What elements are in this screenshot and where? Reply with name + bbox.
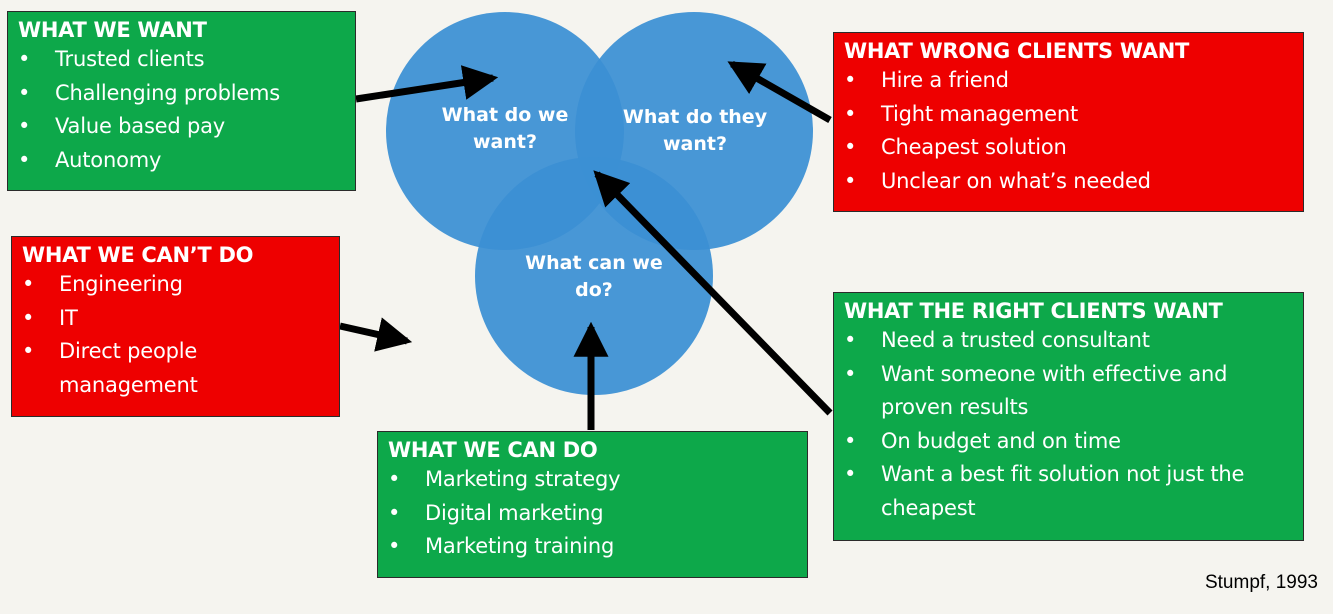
arrow-we-want (355, 65, 499, 103)
box-what-we-can-do: WHAT WE CAN DO Marketing strategy Digita… (377, 431, 808, 578)
circle-label-we-can: What can we do? (525, 252, 663, 301)
list-item: On budget and on time (844, 425, 1293, 459)
box-title: WHAT WRONG CLIENTS WANT (844, 39, 1190, 63)
list-item: Marketing training (388, 530, 797, 564)
bullet-list: Marketing strategy Digital marketing Mar… (388, 463, 797, 564)
box-title: WHAT THE RIGHT CLIENTS WANT (844, 299, 1223, 323)
arrow-wrong-clients (727, 60, 832, 124)
citation: Stumpf, 1993 (1204, 572, 1318, 593)
box-what-we-want: WHAT WE WANT Trusted clients Challenging… (7, 11, 356, 191)
list-item: Value based pay (18, 110, 345, 144)
list-item: Direct people management (22, 335, 329, 402)
list-item: Need a trusted consultant (844, 324, 1293, 358)
circle-label-they-want: What do they want? (622, 106, 768, 155)
arrow-right-clients (593, 170, 833, 416)
list-item: Autonomy (18, 144, 345, 178)
circle-label-we-want: What do we want? (441, 104, 569, 153)
list-item: Trusted clients (18, 43, 345, 77)
box-title: WHAT WE CAN’T DO (22, 243, 254, 267)
list-item: Want a best fit solution not just the ch… (844, 458, 1293, 525)
list-item: Marketing strategy (388, 463, 797, 497)
arrow-cant-do (339, 317, 413, 352)
circle-we-can (475, 157, 713, 395)
list-item: Unclear on what’s needed (844, 165, 1293, 199)
box-what-wrong-clients-want: WHAT WRONG CLIENTS WANT Hire a friend Ti… (833, 32, 1304, 212)
box-what-we-cant-do: WHAT WE CAN’T DO Engineering IT Direct p… (11, 236, 340, 417)
list-item: Challenging problems (18, 77, 345, 111)
list-item: IT (22, 302, 329, 336)
bullet-list: Engineering IT Direct people management (22, 268, 329, 402)
bullet-list: Hire a friend Tight management Cheapest … (844, 64, 1293, 198)
bullet-list: Trusted clients Challenging problems Val… (18, 43, 345, 177)
list-item: Engineering (22, 268, 329, 302)
box-title: WHAT WE CAN DO (388, 438, 598, 462)
list-item: Cheapest solution (844, 131, 1293, 165)
list-item: Digital marketing (388, 497, 797, 531)
list-item: Hire a friend (844, 64, 1293, 98)
box-what-right-clients-want: WHAT THE RIGHT CLIENTS WANT Need a trust… (833, 292, 1304, 541)
list-item: Want someone with effective and proven r… (844, 358, 1293, 425)
bullet-list: Need a trusted consultant Want someone w… (844, 324, 1293, 525)
list-item: Tight management (844, 98, 1293, 132)
box-title: WHAT WE WANT (18, 18, 207, 42)
